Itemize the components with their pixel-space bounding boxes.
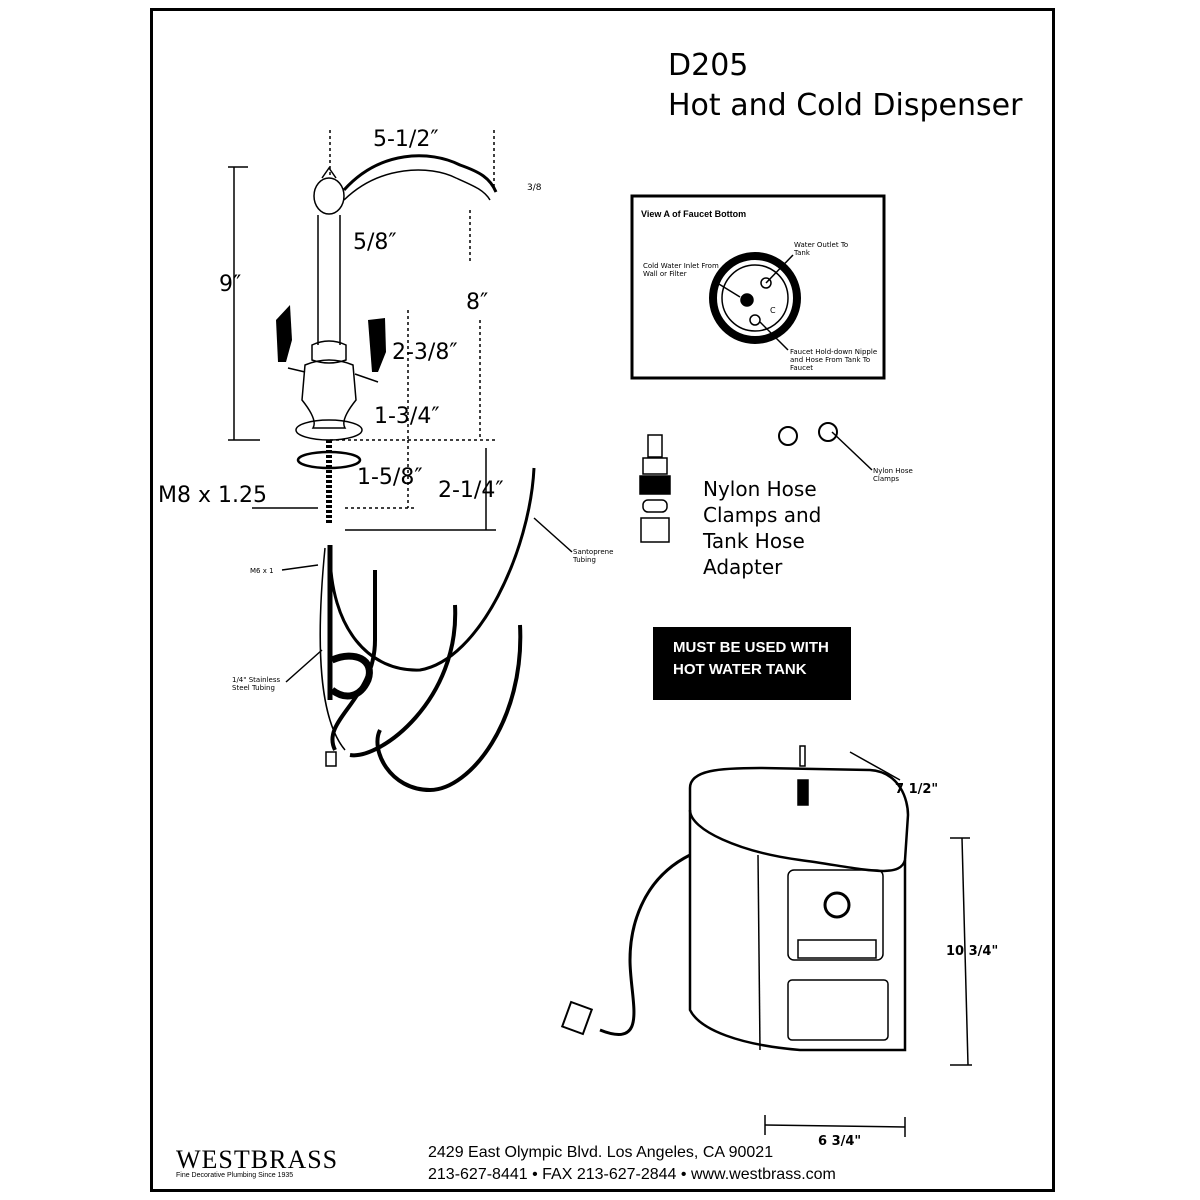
adapter-caption-line-1: Nylon Hose	[703, 477, 817, 501]
dim-handle-height: 2-3/8″	[392, 340, 458, 365]
dim-shank-length: 1-5/8″	[357, 465, 423, 490]
dim-body-diameter: 5/8″	[353, 230, 397, 255]
inset-water-outlet: Water Outlet To Tank	[794, 241, 849, 257]
drawing-frame	[150, 8, 1055, 1192]
inset-frame	[630, 194, 886, 380]
dim-tank-height: 10 3/4"	[946, 944, 999, 959]
warning-badge: MUST BE USED WITH HOT WATER TANK	[653, 627, 851, 700]
dim-shank-total: 2-1/4″	[438, 478, 504, 503]
inset-title: View A of Faucet Bottom	[641, 209, 747, 219]
leader-lines	[281, 431, 873, 683]
dim-spout-reach: 5-1/2″	[373, 127, 439, 152]
adapter-caption-line-2: Clamps and	[703, 503, 822, 527]
supply-hoses	[319, 467, 536, 793]
faucet-dimension-lines	[228, 130, 496, 531]
footer-contact: 213-627-8441 • FAX 213-627-2844 • www.we…	[428, 1166, 836, 1183]
nylon-clamp-left	[778, 426, 798, 446]
model-number: D205	[668, 48, 749, 83]
warning-line-2: HOT WATER TANK	[673, 661, 807, 678]
inset-cold-inlet: Cold Water Inlet From Wall or Filter	[643, 262, 719, 278]
faucet-bottom-ring	[709, 252, 801, 344]
adapter-caption-line-4: Adapter	[703, 555, 783, 579]
dim-tank-depth: 7 1/2"	[895, 782, 939, 797]
faucet-illustration	[276, 154, 498, 525]
nylon-clamp-right	[818, 422, 838, 442]
inset-hold-down: Faucet Hold-down Nipple and Hose From Ta…	[790, 348, 878, 372]
tank-hose-adapter	[639, 434, 671, 543]
label-santoprene-tubing: Santoprene Tubing	[573, 548, 614, 564]
dim-spout-outlet: 3/8	[527, 183, 542, 193]
brand-logo: WESTBRASS	[176, 1145, 339, 1174]
product-title: Hot and Cold Dispenser	[668, 88, 1023, 123]
dim-tank-width: 6 3/4"	[818, 1134, 862, 1149]
label-m6: M6 x 1	[250, 567, 274, 575]
dim-base-height: 1-3/4″	[374, 404, 440, 429]
hot-water-tank	[560, 745, 910, 1052]
label-nylon-clamps: Nylon Hose Clamps	[873, 467, 913, 483]
dim-spout-height: 8″	[466, 290, 489, 315]
label-stainless-tubing: 1/4" Stainless Steel Tubing	[232, 676, 281, 692]
tank-dimension-lines	[764, 751, 972, 1137]
adapter-caption-line-3: Tank Hose	[703, 529, 805, 553]
footer-address: 2429 East Olympic Blvd. Los Angeles, CA …	[428, 1144, 774, 1161]
dim-thread: M8 x 1.25	[158, 483, 267, 508]
warning-line-1: MUST BE USED WITH	[673, 639, 829, 656]
dim-total-height: 9″	[219, 272, 242, 297]
brand-tagline: Fine Decorative Plumbing Since 1935	[176, 1172, 294, 1179]
inset-c-mark: C	[770, 306, 776, 315]
